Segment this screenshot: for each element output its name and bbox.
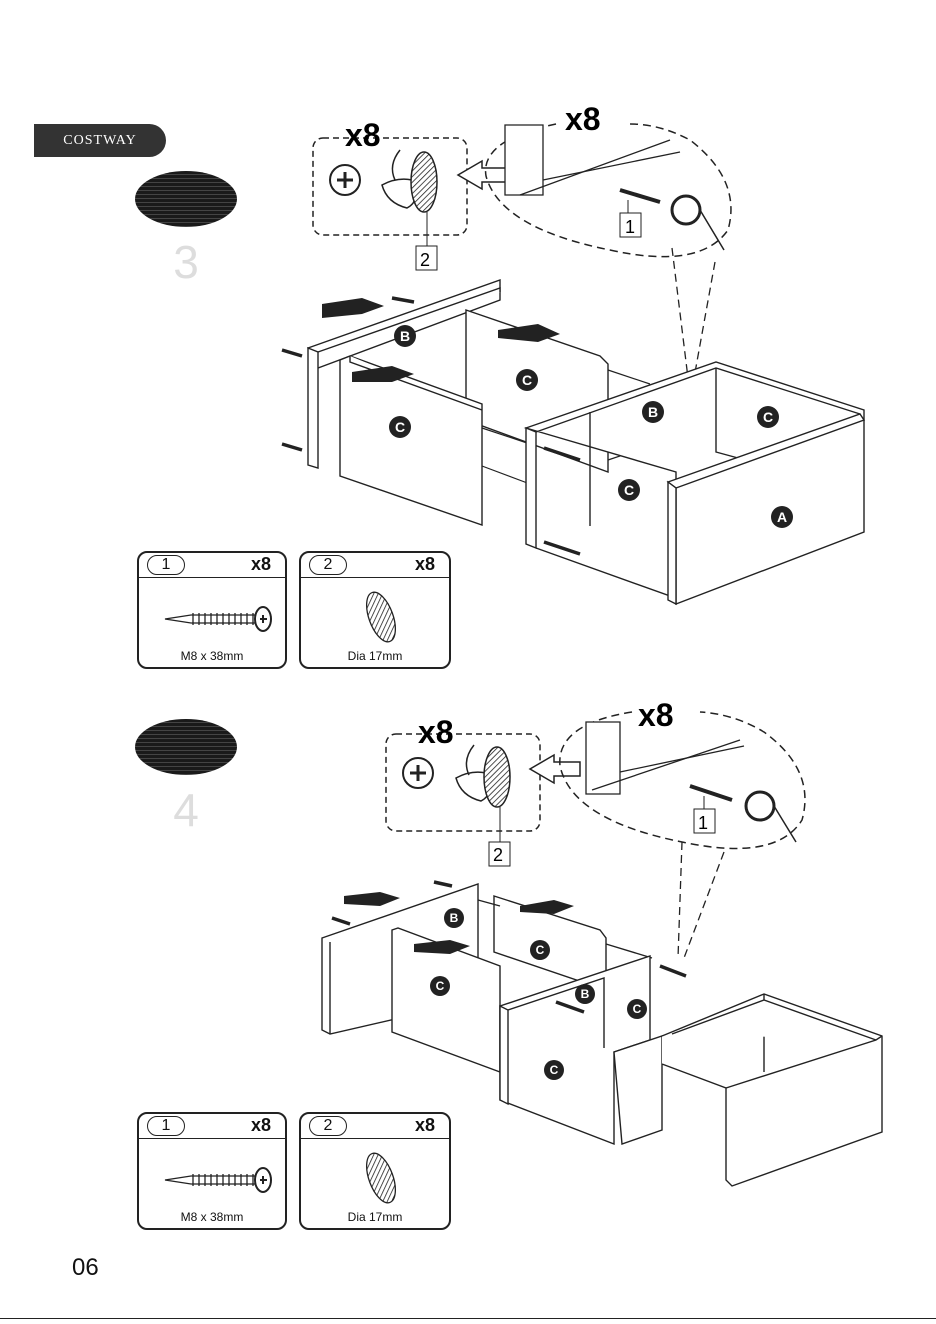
footer-rule: [0, 1318, 936, 1319]
page-number: 06: [72, 1254, 99, 1282]
part-box-screw: 1 x8 M8 x 38mm: [137, 1112, 287, 1230]
part-box-cam-cover: 2 x8 Dia 17mm: [299, 1112, 451, 1230]
callout-ref-right: 1: [698, 813, 708, 833]
panel-label: B: [450, 911, 459, 925]
part-qty: x8: [415, 1115, 435, 1136]
screw-callout: [560, 712, 805, 958]
panel-label: B: [581, 987, 590, 1001]
panel-label: C: [550, 1063, 559, 1077]
cam-cover-icon: [301, 1138, 449, 1208]
part-id: 1: [147, 1116, 185, 1136]
callout-ref-left: 2: [493, 845, 503, 865]
step-4-diagram: x8 2 x8 1: [0, 0, 936, 1200]
callout-qty-right: x8: [638, 697, 674, 733]
callout-qty-left: x8: [418, 714, 454, 750]
cam-cover-callout: [386, 734, 580, 866]
panel-label: C: [536, 943, 545, 957]
screw-icon: [139, 1138, 285, 1208]
part-caption: Dia 17mm: [301, 1210, 449, 1224]
panel-label: C: [436, 979, 445, 993]
panel-label: C: [633, 1002, 642, 1016]
part-id: 2: [309, 1116, 347, 1136]
part-caption: M8 x 38mm: [139, 1210, 285, 1224]
part-qty: x8: [251, 1115, 271, 1136]
